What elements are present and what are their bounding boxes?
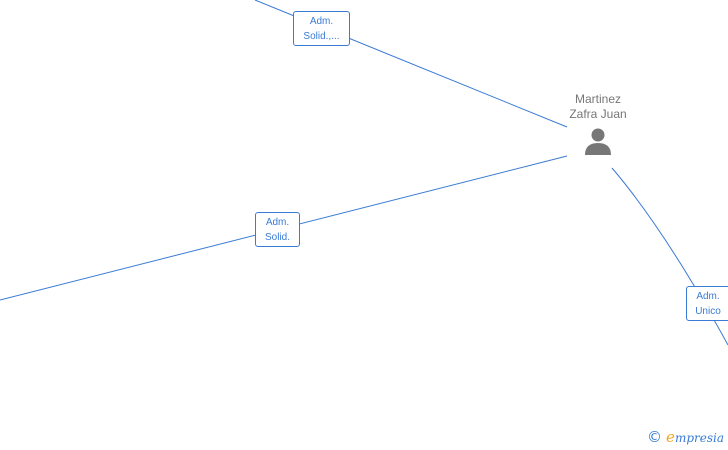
- person-icon: [585, 128, 611, 155]
- copyright-icon: ©: [647, 428, 663, 446]
- brand-rest: mpresia: [674, 431, 724, 445]
- person-node[interactable]: Martinez Zafra Juan: [553, 92, 643, 156]
- edge-label-top[interactable]: Adm. Solid.,...: [293, 11, 350, 46]
- edge-label-right[interactable]: Adm. Unico: [686, 286, 728, 321]
- edge-label-left[interactable]: Adm. Solid.: [255, 212, 300, 247]
- footer-brand: © empresia: [647, 428, 724, 446]
- person-name: Martinez Zafra Juan: [553, 92, 643, 122]
- edge-label-line1: Adm.: [265, 217, 290, 228]
- brand-first-letter: e: [666, 428, 675, 446]
- edge-label-line1: Adm.: [309, 16, 334, 27]
- person-name-line1: Martinez: [574, 92, 621, 106]
- edge-label-line2: Solid.: [264, 232, 290, 243]
- person-name-line2: Zafra Juan: [569, 107, 627, 121]
- edge-label-line2: Unico: [695, 306, 721, 317]
- empresia-logo: empresia: [666, 428, 724, 446]
- edge-label-line1: Adm.: [696, 291, 720, 302]
- edge-label-line2: Solid.,...: [303, 31, 340, 42]
